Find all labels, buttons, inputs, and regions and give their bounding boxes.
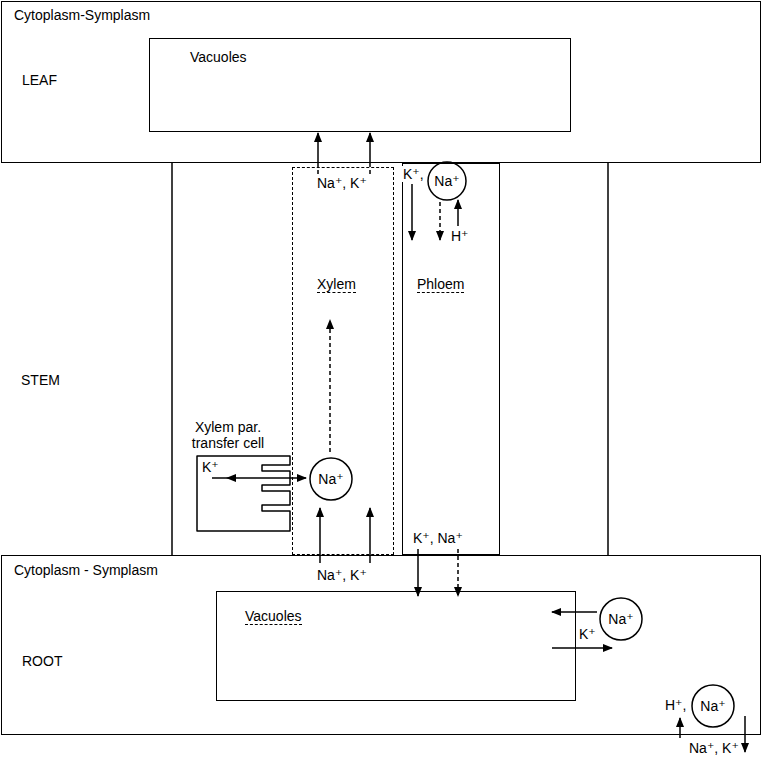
ion-label: H⁺, <box>664 697 687 713</box>
stem-wall <box>607 163 609 555</box>
ion-label: K⁺, Na⁺ <box>412 530 464 546</box>
flux-arrow <box>457 549 459 596</box>
node-text: Phloem <box>417 276 464 293</box>
node-text: Na⁺ <box>700 698 725 714</box>
sodium-circle: Na⁺ <box>599 597 643 641</box>
flux-arrow <box>329 320 331 452</box>
leaf-band: Cytoplasm-SymplasmLEAF Vacuoles <box>1 1 761 163</box>
node-text: Xylem <box>317 276 356 293</box>
ion-label: K⁺, <box>402 166 425 182</box>
flux-arrow <box>679 718 681 738</box>
vacuole-box: Vacuoles <box>149 38 571 132</box>
xylem-box: XylemNa⁺ <box>292 167 394 555</box>
node-text: Cytoplasm - Symplasm <box>14 562 158 578</box>
node-text: Vacuoles <box>245 608 302 625</box>
flux-arrow <box>439 202 441 240</box>
node-text: ROOT <box>22 653 62 669</box>
stem-wall <box>171 163 173 555</box>
flux-arrow <box>317 133 319 163</box>
sodium-circle: Na⁺ <box>427 161 467 201</box>
sodium-circle: Na⁺ <box>691 684 735 728</box>
node-text: Vacuoles <box>190 49 247 65</box>
node-text: LEAF <box>22 72 57 88</box>
vacuole-box: Vacuoles <box>216 591 576 701</box>
flux-arrow <box>417 549 419 596</box>
ion-label: K⁺ <box>578 626 597 642</box>
arrow-head <box>226 474 236 482</box>
flux-arrow <box>411 184 413 240</box>
flux-arrow <box>317 163 319 174</box>
transfer-cell: Xylem par. transfer cellK⁺ <box>196 455 292 532</box>
node-text: Na⁺ <box>318 471 343 487</box>
ion-label: Na⁺, K⁺ <box>688 740 740 756</box>
flux-arrow <box>744 716 746 752</box>
region-label: STEM <box>20 372 61 388</box>
ion-label: Na⁺, K⁺ <box>316 175 368 191</box>
flux-arrow <box>552 611 597 613</box>
node-text: K⁺ <box>202 459 219 475</box>
sodium-circle: Na⁺ <box>309 457 353 501</box>
node-text: Na⁺ <box>434 173 459 189</box>
phloem-box: Phloem Na⁺ <box>402 163 500 555</box>
flux-arrow <box>552 647 612 649</box>
node-text: Na⁺ <box>608 611 633 627</box>
ion-label: H⁺ <box>450 228 470 244</box>
node-text: Cytoplasm-Symplasm <box>14 7 150 23</box>
flux-arrow <box>369 163 371 174</box>
ion-label: Na⁺, K⁺ <box>316 567 368 583</box>
root-band: Cytoplasm - SymplasmROOTVacuolesNa⁺Na⁺ <box>1 555 761 735</box>
cell-heading: Xylem par. transfer cell <box>176 419 280 451</box>
flux-arrow <box>457 200 459 226</box>
flux-arrow <box>369 133 371 163</box>
